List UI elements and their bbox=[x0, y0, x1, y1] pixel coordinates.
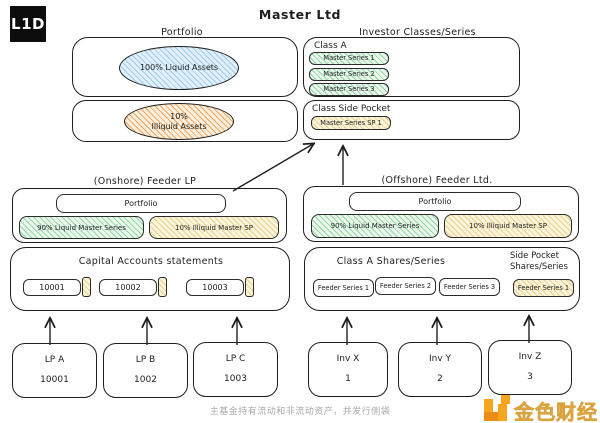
account-10002-tab bbox=[158, 277, 167, 297]
inv-z-box: Inv Z 3 bbox=[488, 340, 572, 395]
lp-c-name: LP C bbox=[225, 354, 246, 364]
capital-accounts-box: Capital Accounts statements 10001 10002 … bbox=[10, 247, 290, 311]
footer-caption: 主基金持有流动和非流动资产，并发行侧袋 bbox=[209, 407, 391, 417]
jinse-finance-logo-icon bbox=[484, 395, 510, 421]
inv-y-name: Inv Y bbox=[428, 354, 452, 364]
class-side-pocket-box: Class Side Pocket Master Series SP 1 bbox=[303, 100, 520, 140]
class-a-shares-title: Class A Shares/Series bbox=[336, 256, 446, 267]
offshore-liquid-box: 90% Liquid Master Series bbox=[311, 214, 439, 238]
inv-x-box: Inv X 1 bbox=[308, 342, 388, 397]
account-10001-label: 10001 bbox=[23, 278, 81, 296]
side-pocket-title-line2: Shares/Series bbox=[510, 262, 568, 273]
class-a-label: Class A bbox=[314, 41, 347, 51]
onshore-portfolio-label: Portfolio bbox=[124, 199, 158, 208]
diagram-title: Master Ltd bbox=[258, 7, 342, 22]
shares-box: Class A Shares/Series Side Pocket Shares… bbox=[304, 247, 580, 311]
master-series-2-box: Master Series 2 bbox=[309, 68, 389, 81]
inv-y-box: Inv Y 2 bbox=[398, 342, 482, 397]
arrow-onshore-to-side-pocket bbox=[232, 144, 313, 192]
offshore-liquid-label: 90% Liquid Master Series bbox=[330, 222, 420, 230]
lp-c-box: LP C 1003 bbox=[193, 342, 278, 397]
illiquid-assets-label: Illiquid Assets bbox=[151, 121, 207, 131]
feeder-series-1-box: Feeder Series 1 bbox=[313, 279, 374, 297]
side-pocket-shares-title: Side Pocket Shares/Series bbox=[510, 251, 578, 273]
feeder-series-2-label: Feeder Series 2 bbox=[379, 281, 432, 290]
offshore-illiquid-box: 10% Illiquid Master SP bbox=[444, 214, 572, 238]
inv-x-name: Inv X bbox=[336, 354, 360, 364]
account-10002-label: 10002 bbox=[99, 278, 157, 296]
side-pocket-title-line1: Side Pocket bbox=[510, 251, 559, 261]
master-series-3-box: Master Series 3 bbox=[309, 83, 389, 96]
illiquid-assets-ellipse: 10% Illiquid Assets bbox=[124, 103, 234, 140]
offshore-illiquid-label: 10% Illiquid Master SP bbox=[469, 222, 547, 230]
inv-y-number: 2 bbox=[437, 374, 443, 384]
account-10002: 10002 bbox=[99, 277, 167, 297]
master-series-2-label: Master Series 2 bbox=[323, 70, 375, 79]
master-series-1-box: Master Series 1 bbox=[309, 52, 389, 65]
account-10003: 10003 bbox=[186, 277, 254, 297]
feeder-series-3-label: Feeder Series 3 bbox=[443, 282, 496, 291]
onshore-liquid-box: 90% Liquid Master Series bbox=[19, 216, 144, 239]
onshore-portfolio-box: Portfolio bbox=[56, 194, 226, 213]
lp-b-number: 1002 bbox=[134, 375, 157, 385]
account-10001-tab bbox=[82, 277, 91, 297]
investor-classes-label: Investor Classes/Series bbox=[359, 27, 476, 38]
portfolio-section-label: Portfolio bbox=[161, 27, 203, 38]
inv-z-name: Inv Z bbox=[518, 352, 542, 362]
lp-b-name: LP B bbox=[135, 355, 156, 365]
inv-x-number: 1 bbox=[345, 374, 351, 384]
class-a-box: Class A Master Series 1 Master Series 2 … bbox=[303, 37, 520, 97]
liquid-assets-label: 100% Liquid Assets bbox=[139, 63, 219, 73]
lp-a-number: 10001 bbox=[40, 375, 69, 385]
account-10003-label: 10003 bbox=[186, 278, 244, 296]
onshore-feeder-box: Portfolio 90% Liquid Master Series 10% I… bbox=[12, 188, 287, 243]
lp-a-box: LP A 10001 bbox=[12, 343, 97, 398]
master-series-sp1-box: Master Series SP 1 bbox=[311, 116, 391, 130]
feeder-series-2-box: Feeder Series 2 bbox=[375, 277, 436, 295]
onshore-liquid-label: 90% Liquid Master Series bbox=[37, 223, 126, 232]
class-side-pocket-label: Class Side Pocket bbox=[312, 104, 391, 114]
feeder-series-1-label: Feeder Series 1 bbox=[317, 283, 370, 292]
master-series-3-label: Master Series 3 bbox=[323, 85, 375, 94]
master-illiquid-portfolio-box: 10% Illiquid Assets bbox=[72, 100, 298, 142]
lp-c-number: 1003 bbox=[224, 374, 247, 384]
feeder-series-3-box: Feeder Series 3 bbox=[439, 278, 500, 296]
onshore-illiquid-label: 10% Illiquid Master SP bbox=[175, 223, 253, 232]
offshore-portfolio-label: Portfolio bbox=[418, 197, 452, 206]
side-pocket-feeder-series-box: Feeder Series 1 bbox=[513, 279, 574, 297]
offshore-feeder-label: (Offshore) Feeder Ltd. bbox=[381, 175, 493, 186]
account-10001: 10001 bbox=[23, 277, 91, 297]
account-10003-tab bbox=[245, 277, 254, 297]
offshore-portfolio-box: Portfolio bbox=[349, 192, 521, 211]
offshore-feeder-box: Portfolio 90% Liquid Master Series 10% I… bbox=[303, 186, 579, 242]
lp-b-box: LP B 1002 bbox=[103, 343, 188, 398]
liquid-assets-ellipse: 100% Liquid Assets bbox=[119, 46, 239, 90]
onshore-feeder-label: (Onshore) Feeder LP bbox=[93, 176, 197, 187]
illiquid-assets-pct: 10% bbox=[170, 112, 188, 122]
master-liquid-portfolio-box: 100% Liquid Assets bbox=[72, 37, 298, 97]
onshore-illiquid-box: 10% Illiquid Master SP bbox=[149, 216, 279, 239]
jinse-finance-watermark: 金色财经 bbox=[514, 400, 598, 423]
capital-accounts-title: Capital Accounts statements bbox=[78, 256, 224, 267]
side-pocket-feeder-series-label: Feeder Series 1 bbox=[517, 283, 570, 292]
master-series-1-label: Master Series 1 bbox=[323, 54, 375, 63]
l1d-logo: L1D bbox=[10, 6, 46, 42]
lp-a-name: LP A bbox=[44, 355, 65, 365]
inv-z-number: 3 bbox=[527, 372, 533, 382]
master-series-sp1-label: Master Series SP 1 bbox=[320, 118, 382, 127]
